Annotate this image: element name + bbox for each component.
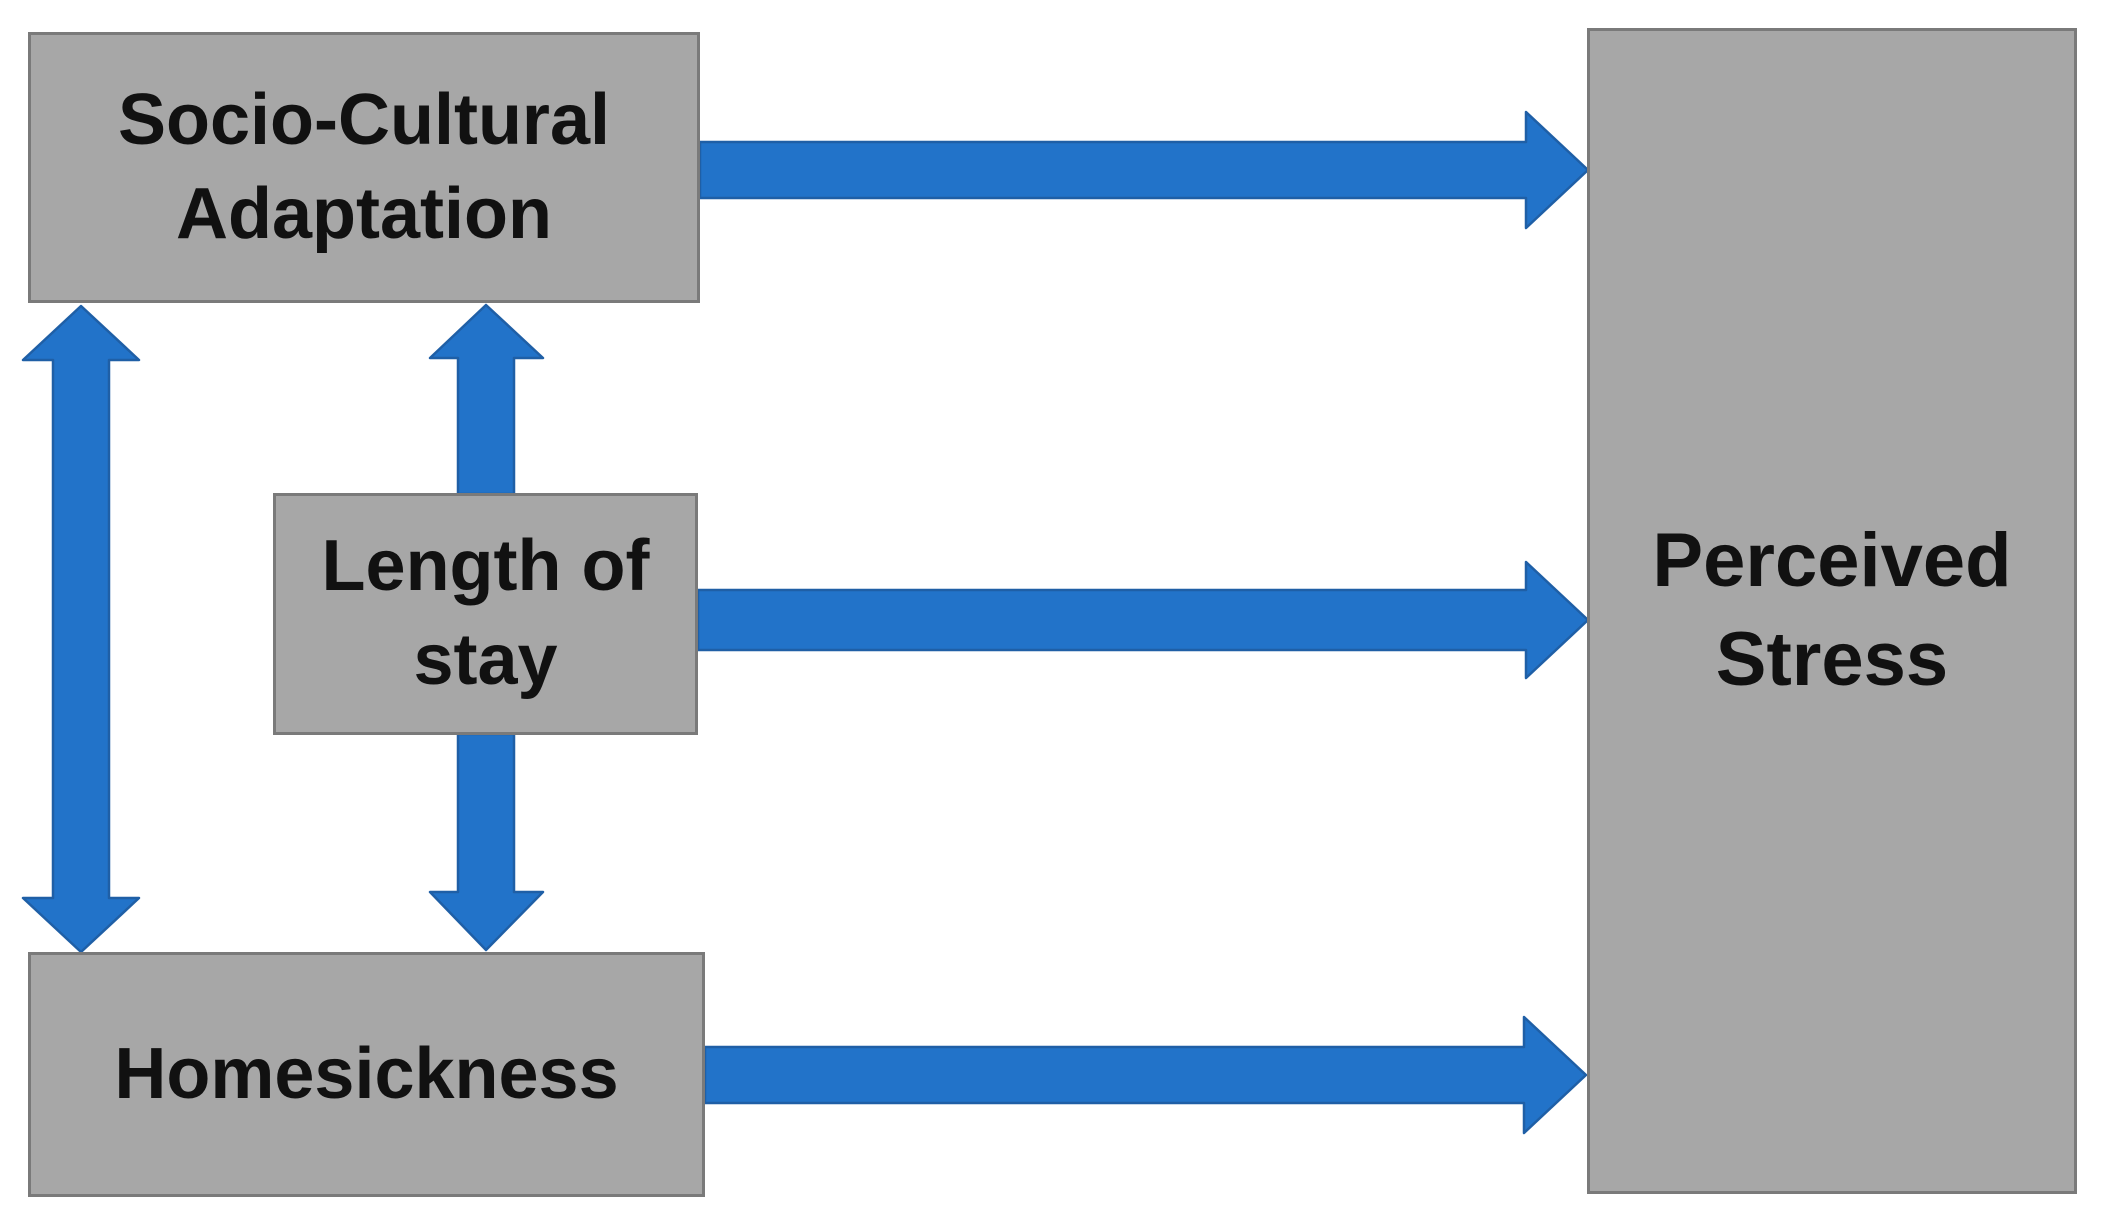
node-perceived-stress: Perceived Stress bbox=[1587, 28, 2077, 1194]
arrow-length-of-stay-to-homesickness bbox=[428, 732, 545, 952]
node-label-line: Stress bbox=[1715, 617, 1949, 702]
arrow-socio-to-perceived-stress bbox=[698, 110, 1590, 230]
node-label-line: Socio-Cultural bbox=[117, 79, 610, 160]
node-label-line: Perceived bbox=[1652, 518, 2012, 604]
node-label-line: Adaptation bbox=[176, 173, 552, 254]
node-label-line: stay bbox=[413, 620, 558, 700]
node-length-of-stay: Length of stay bbox=[273, 493, 698, 735]
node-homesickness: Homesickness bbox=[28, 952, 705, 1197]
node-label-line: Length of bbox=[321, 526, 650, 607]
arrow-socio-homesickness-bidirectional bbox=[21, 304, 141, 954]
arrow-length-of-stay-to-socio bbox=[428, 303, 545, 496]
arrow-homesickness-to-perceived-stress bbox=[703, 1015, 1588, 1135]
node-socio-cultural-adaptation: Socio-Cultural Adaptation bbox=[28, 32, 700, 303]
arrow-length-of-stay-to-perceived-stress bbox=[696, 560, 1590, 680]
node-label-line: Homesickness bbox=[114, 1033, 619, 1114]
